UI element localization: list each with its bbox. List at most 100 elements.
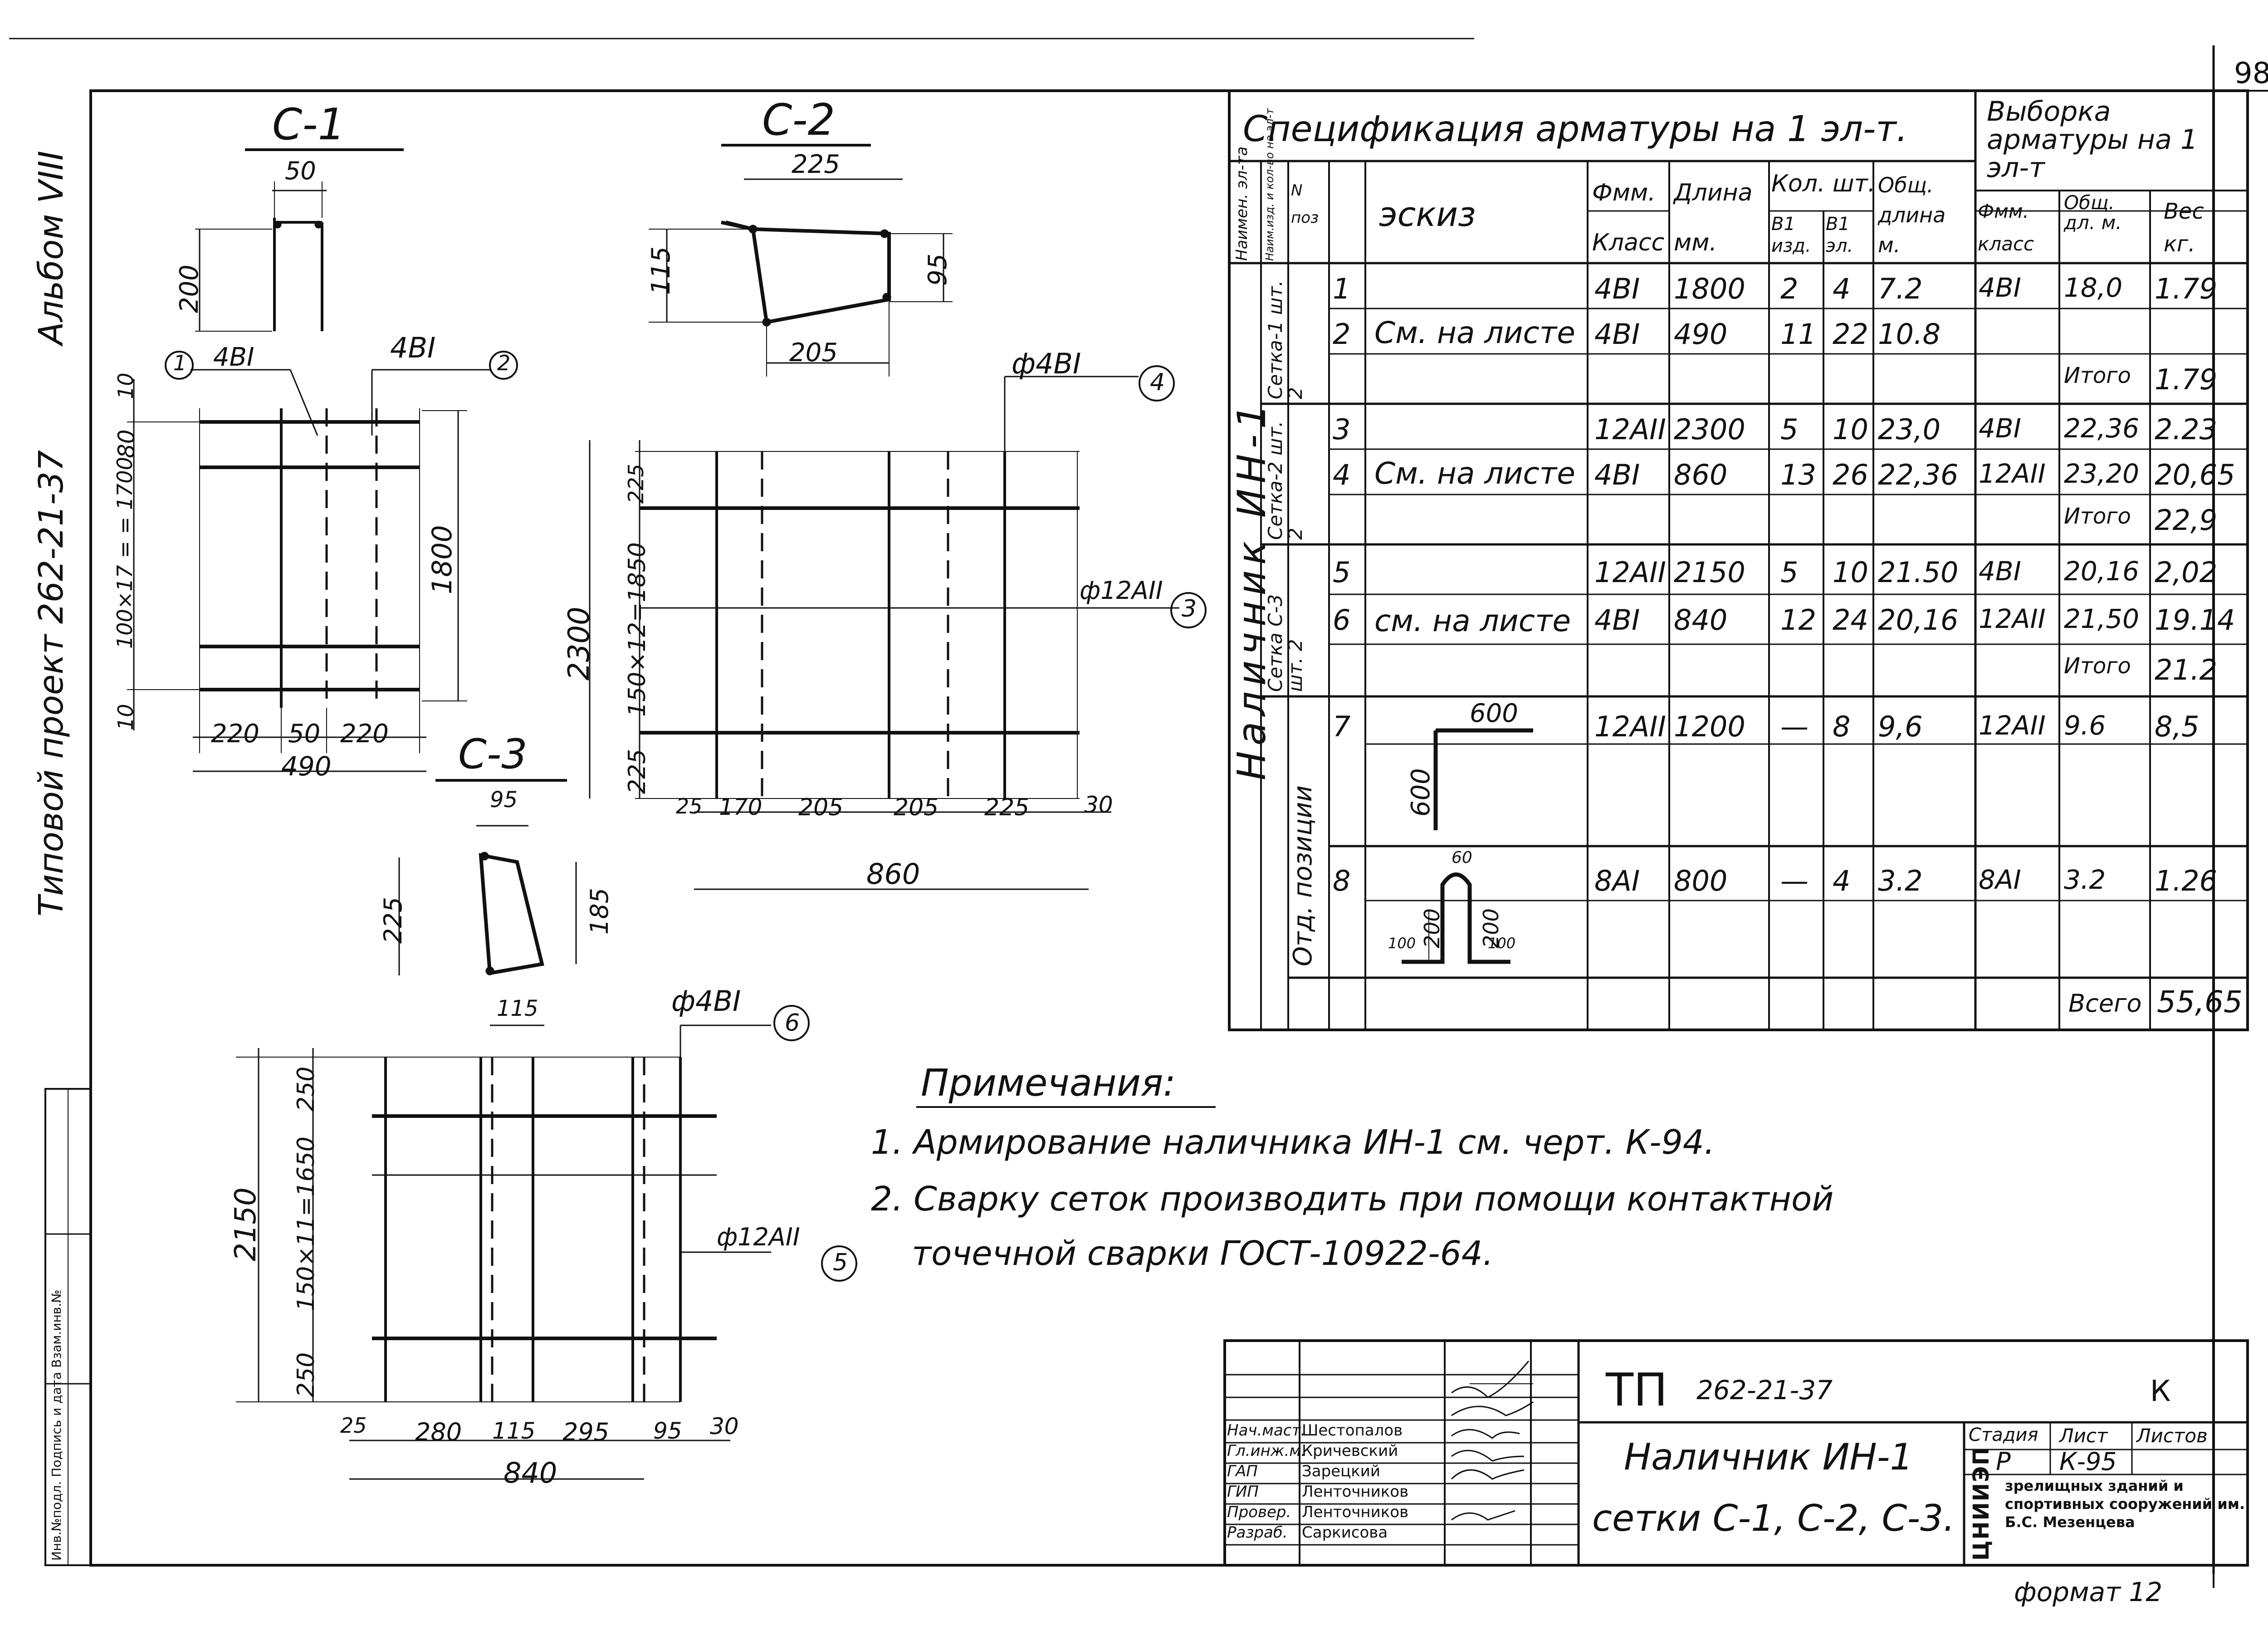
c2-dim-860: 860 — [866, 857, 920, 891]
spec-cell-total: 10.8 — [1878, 318, 1941, 351]
pos8-dim-l1: 200 — [1420, 908, 1444, 948]
spec-cell-st: 20,16 — [2064, 556, 2140, 587]
spec-cell-c1: — — [1780, 864, 1809, 897]
spec-cell-sw: 2,02 — [2155, 556, 2218, 589]
spec-cell-dia: 12AII — [1594, 710, 1666, 743]
spec-cell-total: 23,0 — [1878, 413, 1941, 446]
group-2-name: Сетка-2 шт. 2 — [1264, 421, 1306, 540]
inventory-label: Инв.№подл. Подпись и дата Взам.инв.№ — [49, 1289, 64, 1561]
spec-cell-len: 840 — [1674, 603, 1728, 637]
grand-total-label: Всего — [2068, 989, 2142, 1018]
c3-dim-295: 295 — [562, 1418, 610, 1446]
sample-title-text: Выборка арматуры на 1 эл-т — [1987, 96, 2198, 184]
tb-org-logo: ЦНИИЭП — [1969, 1446, 1994, 1561]
spec-cell-dia: 8AI — [1594, 864, 1640, 897]
tb-name-2: сетки С-1, С-2, С-3. — [1592, 1497, 1955, 1539]
spec-cell-total: 20,16 — [1878, 603, 1959, 637]
spec-cell-dia: 4BI — [1594, 318, 1640, 351]
c1-dim-1700: 100×17 = = 1700 — [112, 457, 137, 649]
spec-cell-len: 2300 — [1674, 413, 1745, 446]
tb-person: Шестопалов — [1302, 1421, 1403, 1440]
c2-title: С-2 — [762, 95, 836, 145]
spec-cell-st: Итого — [2064, 363, 2131, 388]
c2-dim-205b: 205 — [894, 794, 939, 821]
note-1: 1. Армирование наличника ИН-1 см. черт. … — [871, 1123, 1715, 1162]
group-1-name: Сетка-1 шт. 2 — [1264, 280, 1306, 399]
c2-dim-205: 205 — [789, 338, 838, 367]
c2-pos-3: 3 — [1182, 595, 1197, 622]
c1-dim-10b: 10 — [113, 704, 138, 730]
spec-cell-pos: 8 — [1333, 864, 1351, 897]
c3-dim-250a: 250 — [293, 1066, 320, 1112]
tb-role: Гл.инж.м. — [1227, 1442, 1306, 1460]
notes-heading: Примечания: — [921, 1062, 1176, 1105]
tb-role: ГАП — [1227, 1462, 1258, 1480]
c1-dim-220b: 220 — [340, 719, 389, 749]
c1-dim-200: 200 — [175, 265, 204, 313]
spec-cell-c1: 2 — [1780, 272, 1799, 305]
spec-cell-st: 22,36 — [2064, 413, 2140, 444]
c1-dim-220a: 220 — [211, 719, 259, 749]
c2-dim-225a: 225 — [624, 464, 648, 504]
spec-cell-pos: 3 — [1333, 413, 1351, 446]
tb-person: Ленточников — [1302, 1483, 1409, 1501]
c2-dim-205a: 205 — [798, 794, 844, 821]
spec-cell-st: 3.2 — [2064, 864, 2106, 895]
spec-cell-c1: — — [1780, 710, 1809, 743]
c3-dim-25: 25 — [340, 1413, 367, 1438]
c2-pos-4: 4 — [1150, 369, 1165, 396]
header-count-el: B1 эл. — [1826, 214, 1853, 256]
c2-dim-170: 170 — [719, 794, 763, 820]
spec-cell-len: 860 — [1674, 458, 1728, 491]
header-s-total: Общ. дл. м. — [2064, 191, 2122, 234]
group-4-name: Отд. позиции — [1288, 785, 1318, 966]
spec-cell-st: Итого — [2064, 504, 2131, 529]
pos8-dim-f1: 100 — [1388, 935, 1416, 952]
c3-dim-250b: 250 — [293, 1352, 320, 1397]
spec-cell-sd: 12AII — [1979, 603, 2046, 634]
pos8-dim-top: 60 — [1452, 848, 1472, 867]
spec-cell-st: 9.6 — [2064, 710, 2106, 741]
spec-cell-sw: 20,65 — [2155, 458, 2235, 491]
spec-cell-pos: 4 — [1333, 458, 1351, 491]
tb-person: Кричевский — [1302, 1442, 1398, 1460]
tb-project: 262-21-37 — [1696, 1375, 1833, 1406]
c3-dim-840: 840 — [503, 1456, 557, 1489]
c3-dim-95: 95 — [490, 787, 518, 813]
spec-cell-dia: 4BI — [1594, 603, 1640, 637]
spec-cell-c2: 26 — [1833, 458, 1868, 491]
c3-pos-5: 5 — [833, 1249, 848, 1276]
c1-dim-10a: 10 — [113, 372, 138, 399]
c1-dim-50: 50 — [285, 157, 316, 185]
c2-dim-30: 30 — [1084, 792, 1113, 818]
c1-dim-50b: 50 — [288, 719, 321, 749]
spec-cell-dia: 12AII — [1594, 556, 1666, 589]
note-2: 2. Сварку сеток производить при помощи к… — [871, 1180, 1834, 1219]
spec-cell-sd: 8AI — [1979, 864, 2021, 895]
tb-role: Разраб. — [1227, 1523, 1288, 1542]
c3-pos-6: 6 — [785, 1009, 800, 1037]
c3-dim-115: 115 — [497, 996, 538, 1021]
header-total: Общ. длина м. — [1878, 173, 1946, 257]
tb-person: Зарецкий — [1302, 1462, 1381, 1480]
spec-cell-total: 21.50 — [1878, 556, 1959, 589]
grand-total: 55,65 — [2157, 985, 2243, 1019]
header-qty-name: Наим.изд. и кол-во на эл-т — [1263, 108, 1276, 261]
spec-cell-pos: 2 — [1333, 318, 1351, 351]
spec-cell-c2: 8 — [1833, 710, 1851, 743]
c3-dim-115b: 115 — [492, 1418, 536, 1444]
c1-dim-490: 490 — [281, 751, 332, 782]
header-dia: Фмм. Класс — [1592, 179, 1665, 256]
c3-dim-280: 280 — [415, 1418, 462, 1446]
pos8-dim-f2: 100 — [1488, 935, 1516, 952]
spec-cell-sd: 12AII — [1979, 710, 2046, 741]
tb-person: Ленточников — [1302, 1503, 1409, 1521]
spec-title: Спецификация арматуры на 1 эл-т. — [1243, 109, 1908, 150]
spec-cell-sw: 1.79 — [2155, 363, 2218, 396]
c3-mark-6: ф4BI — [671, 985, 741, 1018]
c2-mark-3: ф12AII — [1080, 576, 1163, 605]
spec-cell-c2: 10 — [1833, 556, 1868, 589]
spec-cell-dia: 12AII — [1594, 413, 1666, 446]
c2-dim-225b: 225 — [624, 749, 651, 794]
spec-cell-c1: 5 — [1780, 556, 1799, 589]
